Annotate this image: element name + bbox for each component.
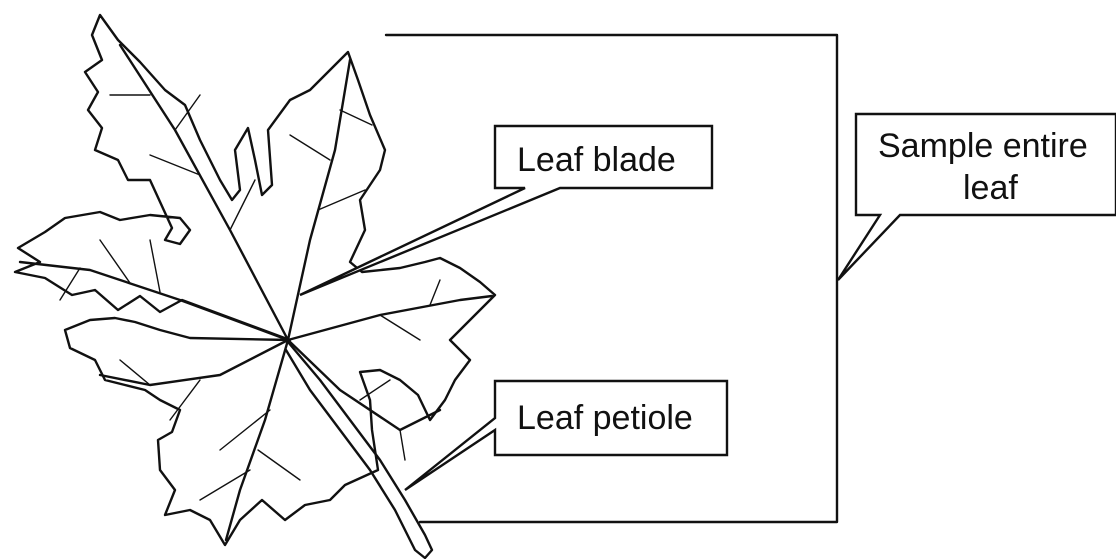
main-vein-lower	[226, 340, 288, 540]
main-vein-lower-left	[100, 340, 288, 385]
leaf-petiole-stalk	[286, 342, 432, 558]
leaf-outline	[15, 15, 495, 545]
sample-entire-leaf-callout: Sample entire leaf	[838, 114, 1116, 280]
leaf-petiole-label: Leaf petiole	[517, 399, 693, 437]
sample-label-line1: Sample entire	[878, 127, 1088, 165]
leaf-petiole-callout: Leaf petiole	[405, 381, 727, 490]
main-vein-upper-left	[120, 45, 288, 340]
sample-label-line2: leaf	[963, 169, 1018, 207]
main-vein-right	[288, 296, 492, 340]
leaf-blade-label: Leaf blade	[517, 141, 676, 179]
